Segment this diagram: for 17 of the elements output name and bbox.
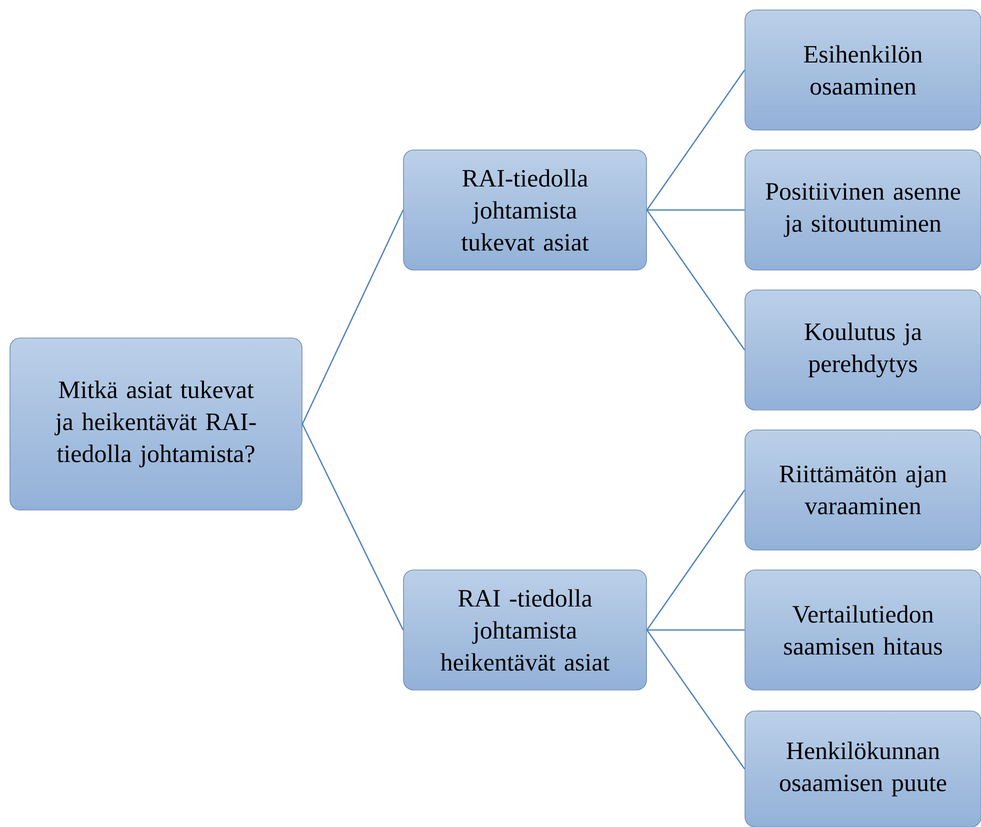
connector-line xyxy=(646,629,745,631)
text-box: Vertailutiedon saamisen hitaus xyxy=(744,570,981,690)
text-box: Esihenkilön osaaminen xyxy=(744,10,981,130)
text-box: RAI -tiedolla johtamista heikentävät asiat xyxy=(403,570,647,690)
connector-line xyxy=(646,70,746,210)
connector-line xyxy=(646,209,745,211)
connector-line xyxy=(646,210,746,350)
connector-line xyxy=(646,490,746,630)
text-box: Henkilökunnan osaamisen puute xyxy=(744,710,981,827)
text-box: Riittämätön ajan varaaminen xyxy=(744,430,981,550)
connector-line xyxy=(302,210,404,424)
text-box: Mitkä asiat tukevat ja heikentävät RAI-tiedolla johtamista? xyxy=(10,338,302,510)
text-box: Koulutus ja perehdytys xyxy=(744,290,981,410)
connector-line xyxy=(646,630,746,770)
connector-line xyxy=(302,424,404,630)
text-box: RAI-tiedolla johtamista tukevat asiat xyxy=(403,150,647,270)
text-box: Positiivinen asenne ja sitoutuminen xyxy=(744,150,981,270)
